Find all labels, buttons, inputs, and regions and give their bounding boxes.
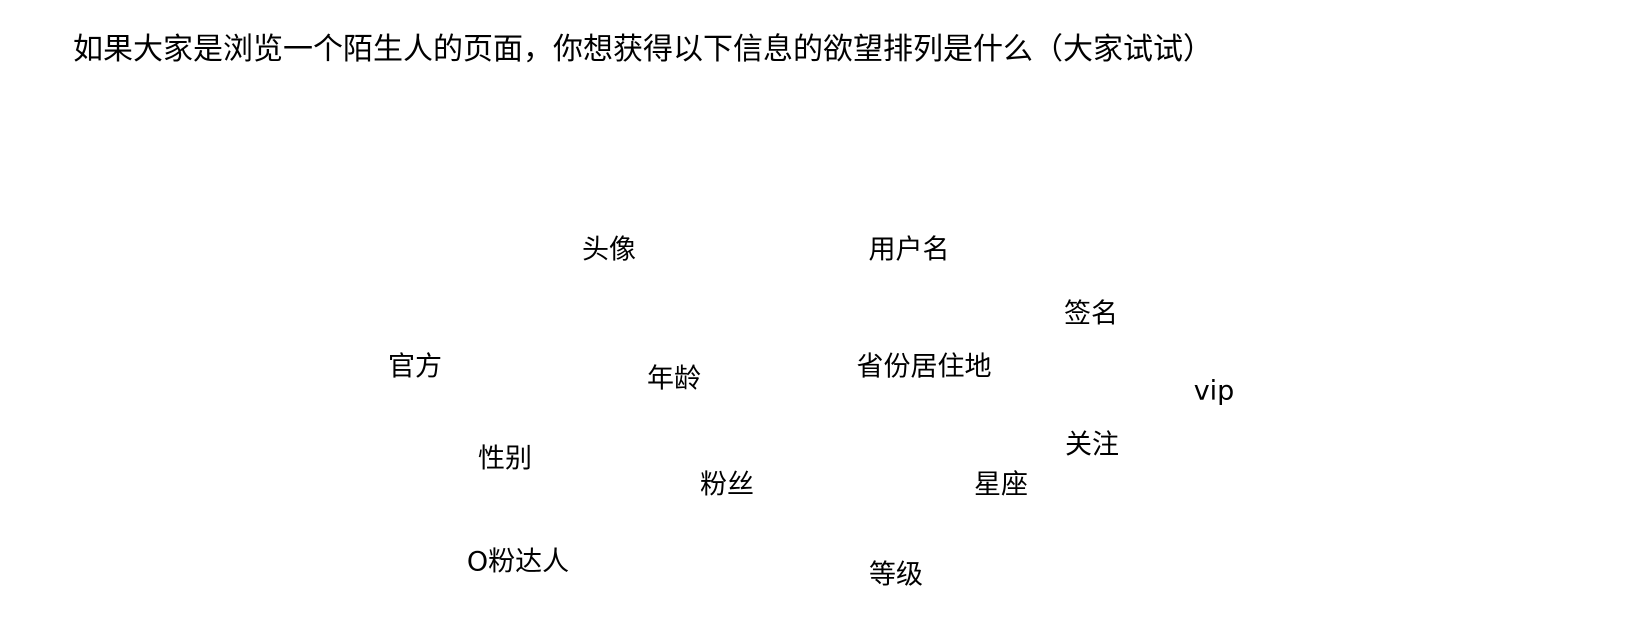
item-o-fan-expert: O粉达人 bbox=[466, 546, 570, 578]
item-username: 用户名 bbox=[868, 234, 950, 266]
item-age: 年龄 bbox=[647, 363, 701, 395]
item-vip: vip bbox=[1193, 375, 1235, 407]
slide-title: 如果大家是浏览一个陌生人的页面，你想获得以下信息的欲望排列是什么（大家试试） bbox=[73, 32, 1213, 67]
item-signature: 签名 bbox=[1064, 298, 1118, 330]
item-following: 关注 bbox=[1065, 429, 1119, 461]
item-gender: 性别 bbox=[478, 443, 532, 475]
item-avatar: 头像 bbox=[582, 234, 636, 266]
item-official: 官方 bbox=[388, 351, 442, 383]
item-fans: 粉丝 bbox=[700, 469, 754, 501]
item-location: 省份居住地 bbox=[856, 351, 992, 383]
item-level: 等级 bbox=[869, 559, 923, 591]
item-zodiac: 星座 bbox=[974, 469, 1028, 501]
